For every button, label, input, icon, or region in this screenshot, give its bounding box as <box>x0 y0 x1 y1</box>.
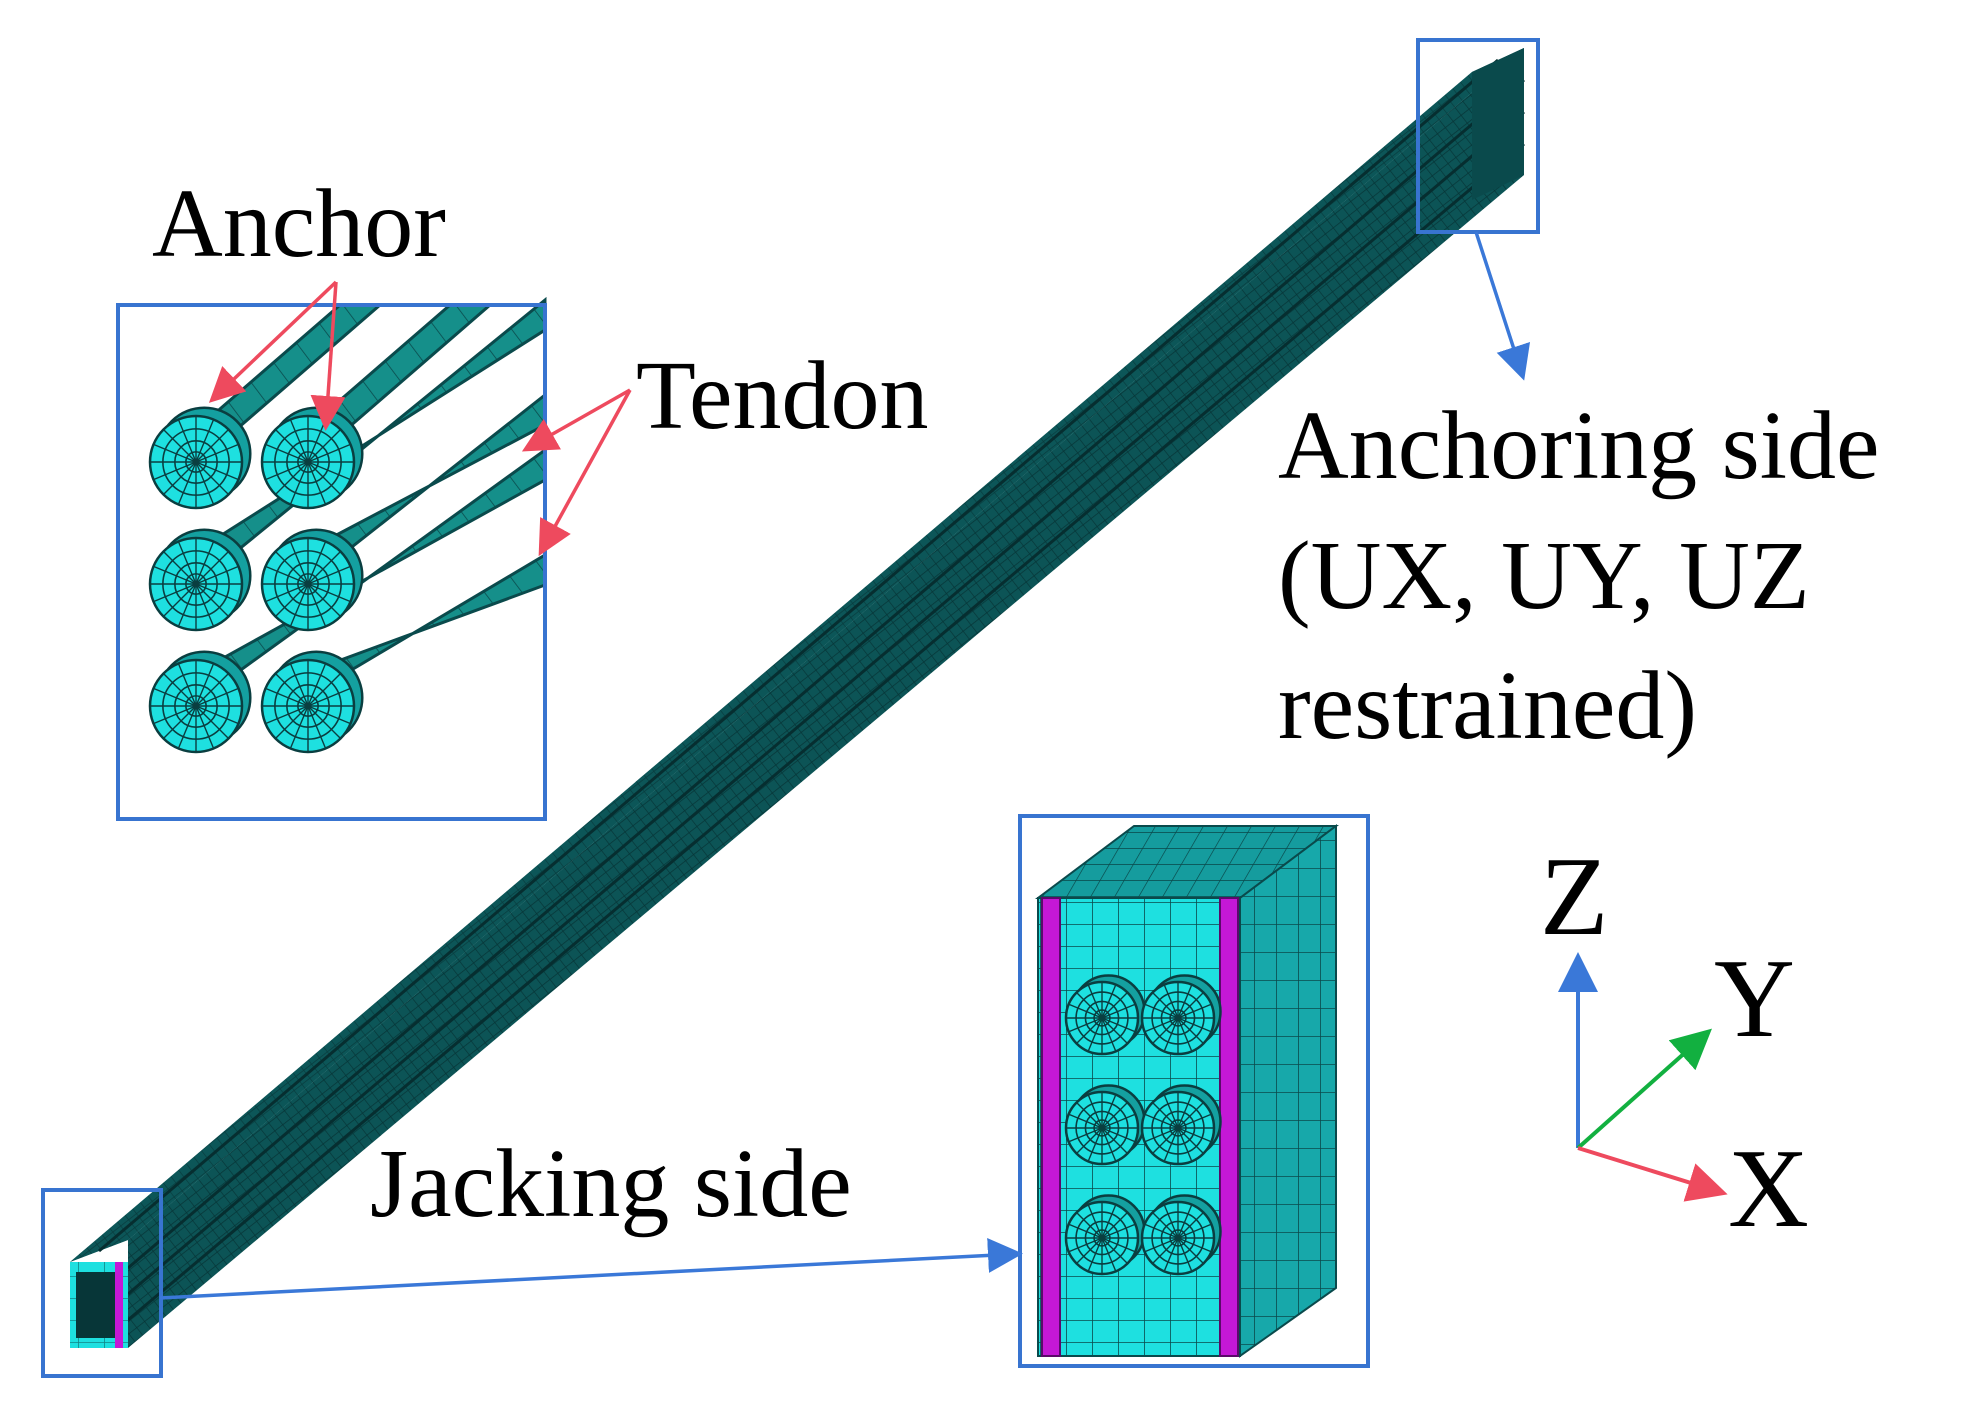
coordinate-axes-triad: Z Y X <box>1540 835 1809 1251</box>
anchor-pointer-arrows <box>208 280 346 431</box>
jacking-side-detail-inset <box>1018 814 1370 1368</box>
beam-end-face <box>70 1262 128 1348</box>
detail-anchor-head-2 <box>1140 974 1222 1056</box>
detail-anchor-head-4 <box>1140 1084 1222 1166</box>
anchor-head-1 <box>148 406 252 510</box>
anchoring-side-label-line1: Anchoring side <box>1278 392 1880 500</box>
bearing-plate-left <box>1041 897 1061 1357</box>
z-axis-label: Z <box>1540 835 1608 959</box>
anchoring-end-callout-box <box>1416 38 1540 234</box>
inset-frame <box>116 303 547 821</box>
detail-anchor-heads <box>1064 974 1222 1276</box>
anchoring-side-label-line2: (UX, UY, UZ <box>1278 522 1810 630</box>
anchor-label: Anchor <box>152 170 446 278</box>
y-axis-arrow <box>1576 1028 1712 1150</box>
anchor-head-6 <box>260 650 364 754</box>
bearing-plate-right <box>1219 897 1239 1357</box>
anchor-head-5 <box>148 650 252 754</box>
tendon-pointer-arrows <box>521 388 632 557</box>
jacking-side-label: Jacking side <box>370 1130 852 1238</box>
detail-anchor-head-6 <box>1140 1194 1222 1276</box>
jacking-side-pointer-arrow <box>159 1237 1023 1300</box>
x-axis-label: X <box>1728 1127 1809 1251</box>
jacking-end-callout-box <box>41 1188 163 1378</box>
anchor-tendon-inset <box>116 296 547 821</box>
tendon-label: Tendon <box>636 342 929 450</box>
beam-model <box>70 48 1525 1348</box>
anchoring-side-label-line3: restrained) <box>1278 652 1697 760</box>
anchor-head-3 <box>148 528 252 632</box>
detail-anchor-head-1 <box>1064 974 1146 1056</box>
anchor-head-4 <box>260 528 364 632</box>
anchoring-side-pointer-arrow <box>1474 231 1531 381</box>
x-axis-arrow <box>1577 1146 1728 1202</box>
detail-frame <box>1018 814 1370 1368</box>
y-axis-label: Y <box>1714 937 1795 1061</box>
detail-anchor-head-3 <box>1064 1084 1146 1166</box>
detail-anchor-head-5 <box>1064 1194 1146 1276</box>
